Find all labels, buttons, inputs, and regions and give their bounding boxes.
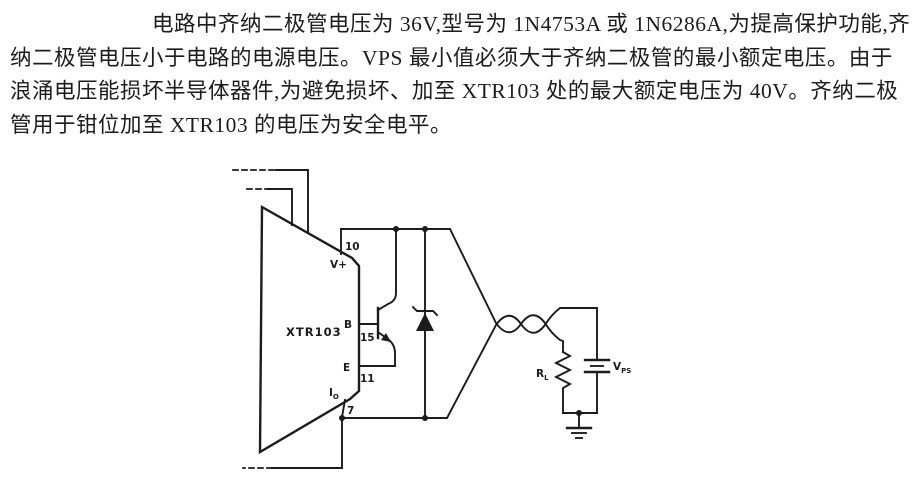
pass-transistor: B 15 E 11: [343, 228, 397, 385]
body-text: 电路中齐纳二极管电压为 36V,型号为 1N4753A 或 1N6286A,为提…: [10, 8, 912, 142]
xtr103-chip: XTR103: [258, 204, 361, 455]
vplus-label: V+: [330, 259, 347, 271]
output-current-leads: IO 7: [242, 387, 354, 469]
pin11-number: 11: [360, 373, 375, 385]
load-resistor: RL: [536, 350, 573, 414]
input-lead-wire-1: [275, 169, 309, 234]
supply-loop-wires: 10 V+: [330, 228, 598, 419]
pin10-number: 10: [345, 241, 360, 253]
junction-dots: [339, 226, 582, 421]
base-label: B: [344, 319, 352, 331]
transistor-collector-wire: [376, 228, 397, 312]
emitter-arrow: [381, 333, 391, 342]
pin7-wire: [340, 398, 347, 419]
junction-dot: [339, 415, 345, 421]
input-lead-wire-2: [267, 188, 293, 226]
emitter-label: E: [343, 362, 350, 374]
iout-label: IO: [329, 387, 339, 401]
input-leads: [232, 169, 309, 234]
paragraph-line: 浪涌电压能损坏半导体器件,为避免损坏、加至 XTR103 处的最大额定电压为 4…: [10, 79, 899, 103]
resistor-label: RL: [536, 368, 549, 382]
bottom-conductor: [341, 307, 598, 419]
return-lead-wire: [271, 417, 343, 469]
paragraph-line: 纳二极管电压小于电路的电源电压。VPS 最小值必须大于齐纳二极管的最小额定电压。…: [10, 45, 893, 70]
resistor-zigzag: [553, 350, 573, 414]
junction-dot: [576, 410, 582, 416]
pin7-number: 7: [347, 405, 354, 417]
zener-anode-triangle: [416, 313, 434, 331]
supply-label: VPS: [613, 361, 631, 375]
junction-dot: [422, 226, 428, 232]
paragraph-line: 管用于钳位加至 XTR103 的电压为安全电平。: [10, 112, 453, 137]
junction-dot: [393, 226, 399, 232]
ground-node: [562, 412, 598, 439]
paragraph-line: 电路中齐纳二极管电压为 36V,型号为 1N4753A 或 1N6286A,为提…: [152, 12, 911, 36]
zener-diode: [411, 228, 439, 419]
chip-outline: [258, 204, 361, 455]
power-supply-battery: VPS: [583, 358, 631, 414]
zener-cathode-bar: [411, 305, 439, 317]
chip-label: XTR103: [286, 325, 342, 339]
junction-dot: [422, 415, 428, 421]
top-conductor: [340, 228, 564, 353]
pin15-number: 15: [360, 332, 375, 344]
